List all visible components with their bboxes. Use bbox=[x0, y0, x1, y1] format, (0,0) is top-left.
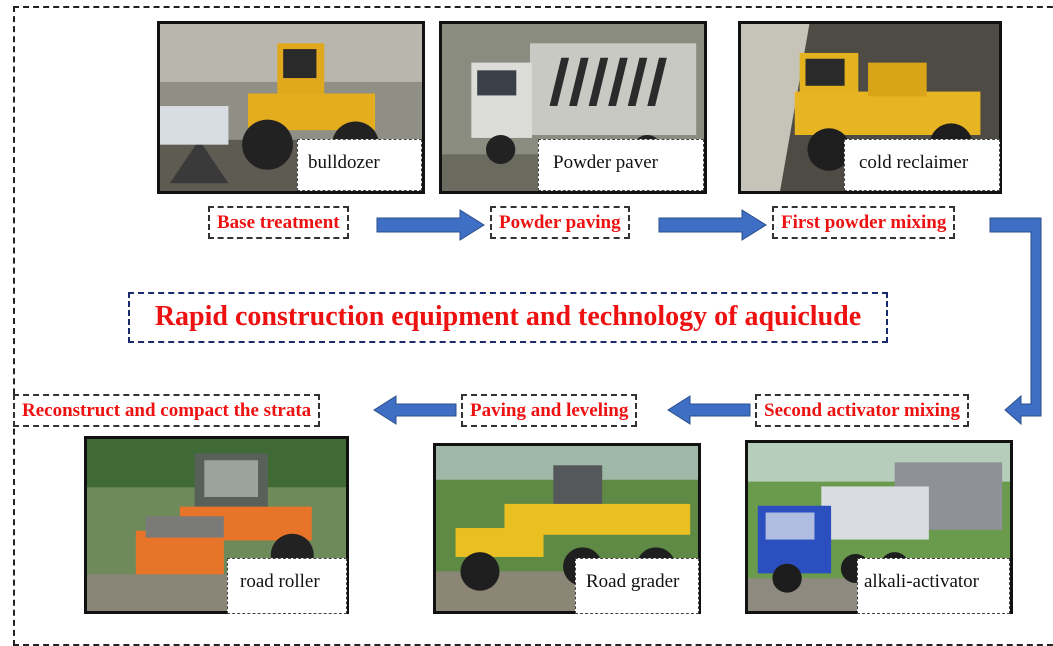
cold-reclaimer-caption: cold reclaimer bbox=[844, 139, 1000, 191]
bulldozer-caption: bulldozer bbox=[297, 139, 422, 191]
alkali-activator-caption: alkali-activator bbox=[857, 558, 1010, 614]
alkali-activator-photo bbox=[745, 440, 1013, 614]
powder-paver-photo bbox=[439, 21, 707, 194]
diagram-title: Rapid construction equipment and technol… bbox=[128, 292, 888, 343]
road-roller-caption: road roller bbox=[227, 558, 347, 614]
alkali-activator-image bbox=[748, 443, 1010, 611]
step-reconstruct: Reconstruct and compact the strata bbox=[13, 394, 321, 427]
step-first-powder-mixing: First powder mixing bbox=[772, 206, 956, 239]
step-powder-paving: Powder paving bbox=[490, 206, 630, 239]
road-grader-caption: Road grader bbox=[575, 558, 699, 614]
step-second-activator-mixing: Second activator mixing bbox=[755, 394, 969, 427]
powder-paver-caption: Powder paver bbox=[538, 139, 704, 191]
step-base-treatment: Base treatment bbox=[208, 206, 349, 239]
step-paving-and-leveling: Paving and leveling bbox=[461, 394, 638, 427]
